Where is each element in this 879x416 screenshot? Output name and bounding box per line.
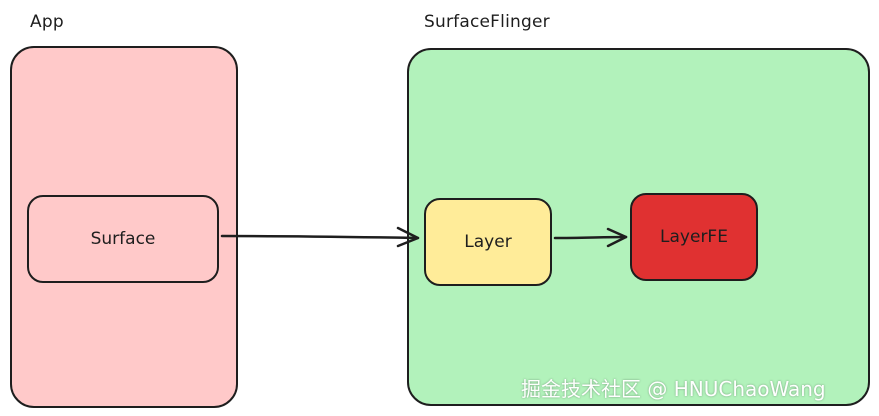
layer-label: Layer <box>464 232 512 252</box>
surfaceflinger-title: SurfaceFlinger <box>424 12 550 32</box>
surface-node: Surface <box>27 195 219 283</box>
app-title: App <box>30 12 64 32</box>
watermark-text: 掘金技术社区 @ HNUChaoWang <box>521 377 826 401</box>
arrow-surface-to-layer <box>220 226 420 248</box>
layerfe-node: LayerFE <box>630 193 758 281</box>
layer-node: Layer <box>424 198 552 286</box>
surface-label: Surface <box>90 229 156 249</box>
layerfe-label: LayerFE <box>660 227 728 247</box>
arrow-layer-to-layerfe <box>553 227 628 248</box>
